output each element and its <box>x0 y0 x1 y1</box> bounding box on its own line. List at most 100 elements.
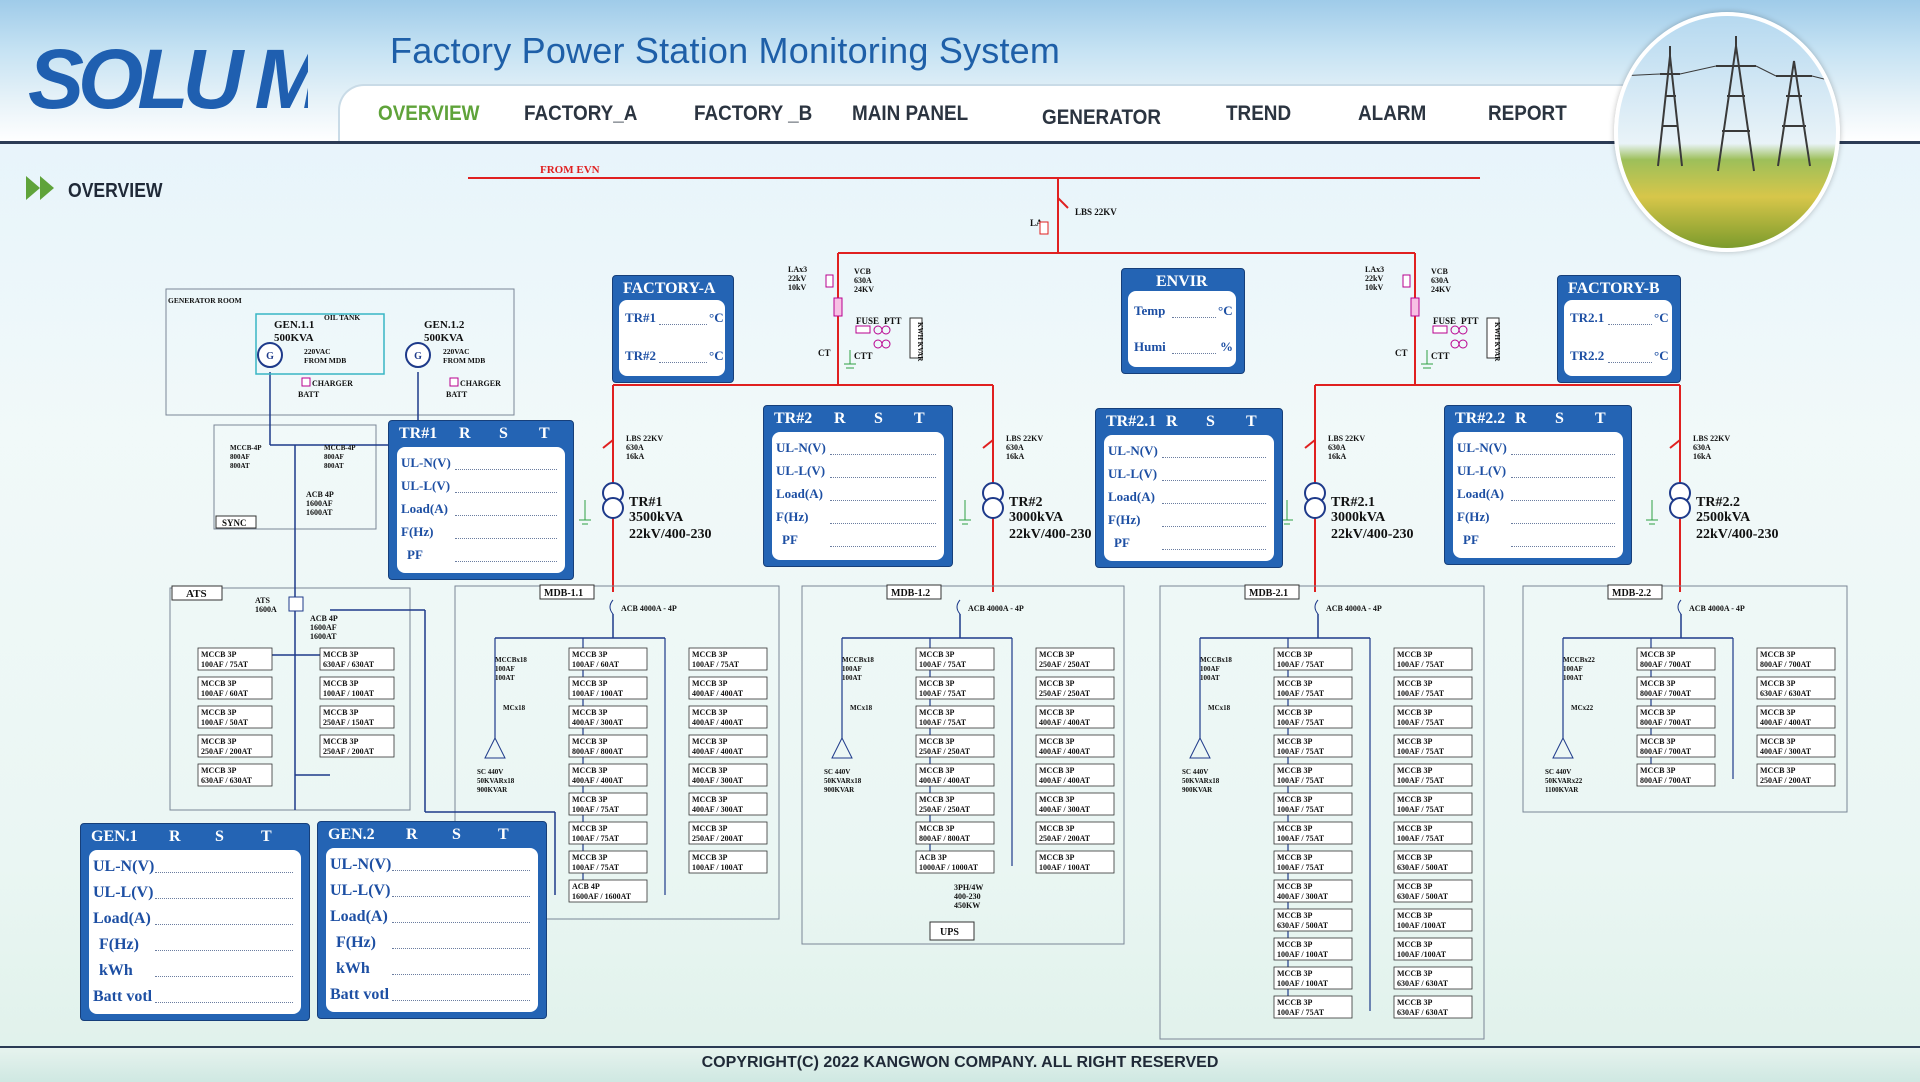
breaker-box <box>319 734 395 758</box>
row-value <box>155 898 293 899</box>
breaker-type: MCCB 3P <box>919 708 954 717</box>
mdb-sc-label: 50KVARx22 <box>1545 777 1583 785</box>
breaker-box <box>197 676 273 700</box>
row-value <box>1511 477 1615 478</box>
mdb-mc-label: MCx18 <box>1208 704 1231 712</box>
breaker-rating: 400AF / 400AT <box>1039 747 1091 756</box>
panel-body: UL-N(V)UL-L(V)Load(A)F(Hz)PF <box>1453 432 1623 558</box>
breaker-type: MCCB 3P <box>201 708 236 717</box>
row-value <box>830 454 936 455</box>
breaker-type: MCCB 3P <box>1039 795 1074 804</box>
breaker-box <box>568 879 648 903</box>
breaker-type: MCCB 3P <box>572 766 607 775</box>
mdb-cap-breaker-label: 100AF <box>842 665 862 673</box>
breaker-type: MCCB 3P <box>1640 708 1675 717</box>
mdb-acb-label: ACB 4000A - 4P <box>1326 604 1382 613</box>
row-label: PF <box>1114 535 1130 550</box>
tab-main-panel[interactable]: MAIN PANEL <box>852 102 969 125</box>
left-feed-fuse-symbol <box>855 325 871 334</box>
breaker-type: MCCB 3P <box>919 766 954 775</box>
breaker-rating: 630AF / 630AT <box>201 776 253 785</box>
row-value <box>155 976 293 977</box>
label-temp: Temp <box>1134 303 1166 318</box>
breaker-type: MCCB 3P <box>1039 853 1074 862</box>
panel-body: UL-N(V)UL-L(V)Load(A)F(Hz)PF <box>397 447 565 573</box>
row-label: UL-L(V) <box>776 463 826 478</box>
breaker-rating: 800AF / 700AT <box>1640 776 1692 785</box>
breaker-rating: 800AF / 700AT <box>1640 689 1692 698</box>
mdb-sc-label: 50KVARx18 <box>824 777 862 785</box>
mdb-sc-label: SC 440V <box>1545 768 1571 776</box>
panel-title: ENVIR <box>1156 273 1208 290</box>
breaker-box <box>688 734 768 758</box>
breaker-rating: 100AF / 75AT <box>201 660 249 669</box>
tab-report[interactable]: REPORT <box>1488 102 1567 125</box>
tr-ratio: 22kV/400-230 <box>1696 527 1778 542</box>
right-feed-la-label: 10kV <box>1365 283 1383 292</box>
tab-trend[interactable]: TREND <box>1226 102 1292 125</box>
tab-factory-a[interactable]: FACTORY_A <box>524 102 638 125</box>
row-value <box>155 924 293 925</box>
mdb-cap-breaker-label: 100AT <box>1200 674 1220 682</box>
breaker-rating: 630AF / 500AT <box>1397 892 1449 901</box>
mdb-sc-label: 50KVARx18 <box>477 777 515 785</box>
unit-celsius: °C <box>709 310 724 325</box>
right-feed-fuse-symbol <box>1432 325 1448 334</box>
breaker-rating: 100AF / 100AT <box>1277 950 1329 959</box>
breaker-rating: 630AF / 500AT <box>1277 921 1329 930</box>
transformer-coil <box>1669 497 1691 519</box>
row-label: PF <box>1463 532 1479 547</box>
breaker-type: MCCB 3P <box>201 766 236 775</box>
breaker-rating: 100AF / 75AT <box>1277 660 1325 669</box>
breaker-rating: 100AF / 60AT <box>201 689 249 698</box>
phase-label: R <box>1515 410 1527 427</box>
tr-lbs-label: 630A <box>626 443 644 452</box>
row-value <box>830 523 936 524</box>
capacitor-icon <box>831 736 853 759</box>
row-label: kWh <box>336 960 370 977</box>
la-label: LA <box>1030 218 1043 228</box>
breaker-type: MCCB 3P <box>1277 795 1312 804</box>
tab-alarm[interactable]: ALARM <box>1358 102 1427 125</box>
panel-body: UL-N(V)UL-L(V)Load(A)F(Hz)PF <box>1104 435 1274 561</box>
right-feed-ct-label: CT <box>1395 348 1408 358</box>
panel-title: FACTORY-B <box>1568 280 1660 297</box>
mdb-label-box <box>539 584 595 600</box>
mdb-sc-label: 900KVAR <box>477 786 508 794</box>
breaker-rating: 100AF /100AT <box>1397 921 1447 930</box>
breaker-box <box>197 763 273 787</box>
tab-factory-b[interactable]: FACTORY _B <box>694 102 813 125</box>
ground-icon <box>1646 500 1658 525</box>
tab-generator[interactable]: GENERATOR <box>1042 106 1162 129</box>
ground-icon <box>579 500 591 525</box>
phase-label: R <box>406 826 418 843</box>
envir-panel: ENVIR Temp °C Humi % <box>1121 268 1245 374</box>
breaker-type: MCCB 3P <box>1277 998 1312 1007</box>
phase-label: S <box>215 828 224 845</box>
breaker-type: MCCB 3P <box>1760 737 1795 746</box>
breaker-type: MCCB 3P <box>1397 824 1432 833</box>
mdb-sc-label: SC 440V <box>1182 768 1208 776</box>
row-label: F(Hz) <box>776 509 809 524</box>
phase-label: T <box>539 425 550 442</box>
breaker-box <box>915 705 995 729</box>
breaker-rating: 1000AF / 1000AT <box>919 863 979 872</box>
mdb-acb-symbol <box>609 599 614 615</box>
breaker-type: MCCB 3P <box>1277 737 1312 746</box>
row-value <box>155 872 293 873</box>
breaker-type: MCCB 3P <box>1640 650 1675 659</box>
row-label: PF <box>407 547 423 562</box>
left-feed-vcb-label: 24KV <box>854 285 874 294</box>
tab-overview[interactable]: OVERVIEW <box>378 102 480 125</box>
breaker-box <box>568 850 648 874</box>
mdb-acb-label: ACB 4000A - 4P <box>621 604 677 613</box>
row-value <box>830 500 936 501</box>
breaker-box <box>688 850 768 874</box>
breaker-rating: 400AF / 400AT <box>919 776 971 785</box>
breaker-type: MCCB 3P <box>919 824 954 833</box>
value-humi <box>1172 353 1216 354</box>
ats-acb-label: 1600AT <box>310 632 337 641</box>
charger-icon <box>301 377 311 387</box>
